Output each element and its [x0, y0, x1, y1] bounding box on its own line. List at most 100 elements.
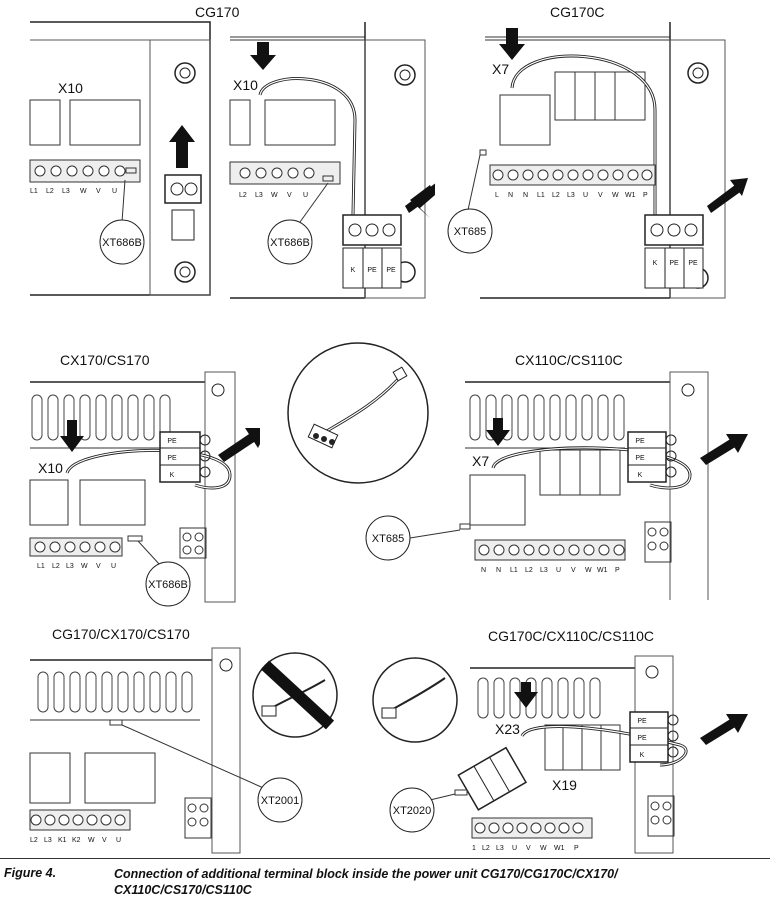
terminal-label: N [523, 192, 528, 199]
panel-title: CG170/CX170/CS170 [52, 626, 190, 642]
block-label: K [170, 472, 175, 479]
panel-p7-labels: L2 L3 K1 K2 W V U XT2001 [30, 795, 300, 844]
panel-cg170c: CG170C [440, 0, 770, 320]
panel-cx170-cs170: CX170/CS170 [0, 340, 260, 610]
terminal-label: L3 [62, 188, 70, 195]
terminal-label: L2 [239, 192, 247, 199]
terminal-label: V [571, 567, 576, 574]
terminal-label: W1 [597, 567, 608, 574]
panel-cg170-installed-labels: X10 L2 L3 W V U K PE PE XT686B [233, 77, 396, 274]
panel-title: CG170 [195, 4, 240, 20]
block-label: PE [637, 735, 647, 742]
terminal-label: P [643, 192, 648, 199]
terminal-label: V [96, 563, 101, 570]
connector-label: X10 [58, 80, 83, 96]
terminal-label: U [112, 188, 117, 195]
terminal-label: L3 [496, 845, 504, 852]
figure-caption-text: Connection of additional terminal block … [114, 867, 618, 897]
terminal-label: P [615, 567, 620, 574]
terminal-label: U [116, 837, 121, 844]
terminal-label: U [583, 192, 588, 199]
terminal-label: L1 [37, 563, 45, 570]
panel-p7-drawing [29, 647, 338, 854]
block-label: PE [635, 438, 645, 445]
block-label: K [640, 752, 645, 759]
block-label: K [351, 267, 356, 274]
terminal-label: W [88, 837, 95, 844]
terminal-label: L2 [30, 837, 38, 844]
terminal-label: L [495, 192, 499, 199]
connector-label-secondary: X19 [552, 777, 577, 793]
panel-cg170c-cx110c-cs110c: CG170C/CX110C/CS110C [360, 620, 770, 855]
connector-label: X7 [492, 61, 509, 77]
cable-detail-drawing [287, 342, 429, 484]
block-label: PE [386, 267, 396, 274]
terminal-label: V [526, 845, 531, 852]
callout-label: XT686B [102, 237, 142, 249]
figure-number: Figure 4. [4, 866, 57, 880]
panel-cable-detail [280, 335, 440, 495]
panel-cg170c-labels: X7 L N N L1 L2 L3 U V W W1 P K PE PE XT6… [454, 61, 698, 267]
block-label: PE [167, 455, 177, 462]
panel-cg170-installed-drawing [229, 22, 435, 299]
terminal-label: U [111, 563, 116, 570]
terminal-label: U [303, 192, 308, 199]
terminal-label: L2 [552, 192, 560, 199]
panel-cx110c-cs110c: CX110C/CS110C [360, 340, 770, 600]
caption-divider [0, 858, 770, 859]
terminal-label: K2 [72, 837, 81, 844]
terminal-label: L2 [525, 567, 533, 574]
terminal-label: L3 [255, 192, 263, 199]
connector-label: X10 [38, 460, 63, 476]
block-label: PE [167, 438, 177, 445]
block-label: PE [635, 455, 645, 462]
terminal-label: W [271, 192, 278, 199]
panel-cx170-labels: X10 L1 L2 L3 W V U PE PE K XT686B [37, 438, 188, 591]
panel-cg170: CG170 X10 L1 L2 L3 W V [0, 0, 240, 320]
panel-cg170-drawing [29, 21, 211, 296]
callout-label: XT2001 [261, 795, 300, 807]
block-label: K [638, 472, 643, 479]
terminal-label: L1 [537, 192, 545, 199]
terminal-label: W [80, 188, 87, 195]
panel-cg170-cx170-cs170: CG170/CX170/CS170 L2 [0, 620, 360, 855]
panel-title: CG170C [550, 4, 605, 20]
panel-cg170-installed: X10 L2 L3 W V U K PE PE XT686B [225, 0, 435, 320]
panel-p8-labels: X23 X19 1 L2 L3 U V W W1 P PE PE K XT202… [393, 718, 647, 852]
terminal-label: L3 [66, 563, 74, 570]
block-label: K [653, 260, 658, 267]
terminal-label: 1 [472, 845, 476, 852]
callout-label: XT686B [148, 579, 188, 591]
terminal-label: L3 [44, 837, 52, 844]
terminal-label: W1 [625, 192, 636, 199]
block-label: PE [367, 267, 377, 274]
block-label: PE [669, 260, 679, 267]
panel-cx110c-drawing [365, 371, 748, 600]
terminal-label: V [287, 192, 292, 199]
panel-title: CX110C/CS110C [515, 352, 623, 368]
panel-cg170c-drawing [447, 22, 748, 299]
terminal-label: V [102, 837, 107, 844]
callout-label: XT686B [270, 237, 310, 249]
block-label: PE [637, 718, 647, 725]
terminal-label: L1 [510, 567, 518, 574]
terminal-label: V [96, 188, 101, 195]
terminal-label: K1 [58, 837, 67, 844]
terminal-label: W1 [554, 845, 565, 852]
panel-cg170-labels: X10 L1 L2 L3 W V U XT686B [30, 80, 142, 249]
terminal-label: W [612, 192, 619, 199]
terminal-label: V [598, 192, 603, 199]
terminal-label: U [512, 845, 517, 852]
terminal-label: N [481, 567, 486, 574]
terminal-label: L2 [52, 563, 60, 570]
panel-p8-drawing [372, 655, 748, 854]
terminal-label: N [496, 567, 501, 574]
callout-label: XT685 [454, 226, 486, 238]
terminal-label: W [81, 563, 88, 570]
terminal-label: P [574, 845, 579, 852]
panel-cx170-drawing [29, 371, 260, 607]
callout-label: XT2020 [393, 805, 432, 817]
terminal-label: L3 [540, 567, 548, 574]
connector-label: X7 [472, 453, 489, 469]
terminal-label: L1 [30, 188, 38, 195]
